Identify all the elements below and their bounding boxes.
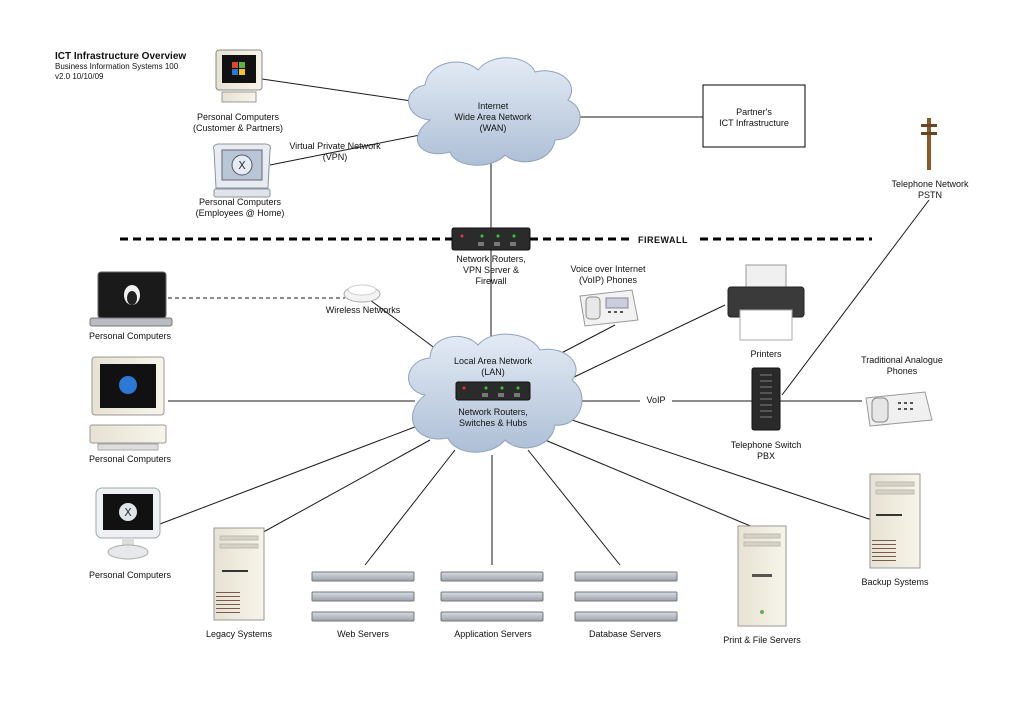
tower-server-icon bbox=[213, 527, 265, 621]
voip-phone-icon bbox=[579, 289, 639, 327]
telephone-pole-icon bbox=[921, 118, 937, 170]
pc-imac-label: Personal Computers bbox=[88, 570, 172, 580]
svg-text:X: X bbox=[124, 506, 132, 519]
diagram-version: v2.0 10/10/09 bbox=[55, 72, 104, 81]
lan-switch-icon bbox=[455, 381, 531, 401]
partner-box bbox=[702, 84, 806, 148]
printfile-label: Print & File Servers bbox=[723, 635, 801, 645]
router-icon bbox=[451, 227, 531, 251]
web-label: Web Servers bbox=[337, 629, 389, 639]
lan-label: Local Area Network(LAN) bbox=[453, 356, 533, 377]
pbx-switch-icon bbox=[751, 367, 781, 431]
voip-link-label: VoIP bbox=[646, 395, 666, 405]
pc-desktop-label: Personal Computers bbox=[88, 454, 172, 464]
crt-pc-icon bbox=[89, 356, 167, 451]
connections bbox=[159, 78, 930, 566]
diagram-title: ICT Infrastructure Overview bbox=[55, 51, 187, 62]
rack-server-icon bbox=[574, 571, 678, 622]
imac-icon: X bbox=[95, 487, 161, 560]
analogue-phone-icon bbox=[865, 391, 933, 427]
vpn-label: Virtual Private Network(VPN) bbox=[289, 141, 381, 162]
backup-label: Backup Systems bbox=[861, 577, 929, 587]
tower-server-icon bbox=[869, 473, 921, 569]
linux-laptop-icon bbox=[89, 271, 173, 327]
wireless-access-point-icon bbox=[343, 284, 381, 303]
windows-pc-icon bbox=[215, 49, 263, 103]
rack-server-icon bbox=[440, 571, 544, 622]
lan-devices-label: Network Routers,Switches & Hubs bbox=[458, 407, 528, 428]
pc-home-label: Personal Computers(Employees @ Home) bbox=[195, 197, 285, 218]
app-label: Application Servers bbox=[454, 629, 532, 639]
printer-icon bbox=[727, 264, 805, 341]
diagram-subtitle: Business Information Systems 100 bbox=[55, 62, 179, 71]
pc-customer-label: Personal Computers(Customer & Partners) bbox=[192, 112, 284, 133]
legacy-label: Legacy Systems bbox=[205, 629, 273, 639]
firewall-label: FIREWALL bbox=[638, 235, 688, 245]
rack-server-icon bbox=[311, 571, 415, 622]
diagram-title-block: ICT Infrastructure Overview Business Inf… bbox=[55, 52, 186, 82]
svg-text:X: X bbox=[238, 159, 246, 172]
pc-laptop-label: Personal Computers bbox=[88, 331, 172, 341]
cloud-icon bbox=[408, 57, 581, 166]
voip-phones-label: Voice over Internet(VoIP) Phones bbox=[570, 264, 646, 285]
mac-pc-icon: X bbox=[213, 143, 271, 198]
db-label: Database Servers bbox=[588, 629, 662, 639]
gateway-label: Network Routers,VPN Server &Firewall bbox=[456, 254, 526, 286]
tower-server-icon bbox=[737, 525, 787, 627]
wireless-label: Wireless Networks bbox=[325, 305, 401, 315]
printers-label: Printers bbox=[750, 349, 782, 359]
